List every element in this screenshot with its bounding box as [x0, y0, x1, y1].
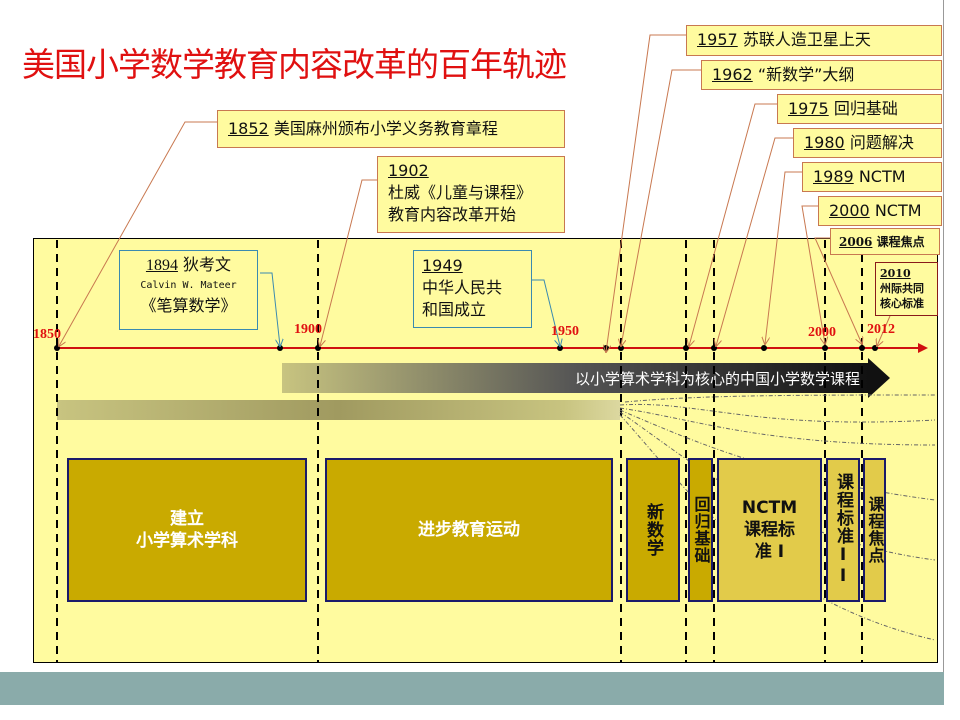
period-standards-2: 课程标准II: [826, 458, 860, 602]
footer-bar: [0, 672, 944, 705]
period-progressive-education: 进步教育运动: [325, 458, 613, 602]
china-curriculum-arrow: 以小学算术学科为核心的中国小学数学课程: [282, 363, 868, 393]
arrow-head: [868, 358, 890, 398]
period-arithmetic-subject: 建立 小学算术学科: [67, 458, 307, 602]
callout-1957: 1957 苏联人造卫星上天: [686, 25, 942, 56]
callout-1962: 1962 “新数学”大纲: [701, 60, 942, 90]
era-dividers: [56, 240, 863, 662]
period-new-math: 新数学: [626, 458, 680, 602]
period-back-to-basics: 回归基础: [688, 458, 713, 602]
year-label-1850: 1850: [33, 327, 61, 342]
year-label-1950: 1950: [551, 324, 579, 339]
callout-1980: 1980 问题解决: [793, 128, 942, 158]
callout-1989: 1989 NCTM: [802, 162, 942, 192]
callout-1852: 1852 美国麻州颁布小学义务教育章程: [217, 110, 565, 148]
gradient-bar: [57, 400, 620, 420]
slide-title: 美国小学数学教育内容改革的百年轨迹: [22, 45, 567, 84]
period-focal-points: 课程焦点: [863, 458, 886, 602]
axis-arrow: [918, 343, 928, 353]
callout-connectors: [59, 34, 891, 352]
callout-1975: 1975 回归基础: [777, 94, 942, 124]
callout-2000: 2000 NCTM: [818, 196, 942, 226]
year-label-1900: 1900: [294, 322, 322, 337]
slide-border: [943, 0, 944, 672]
callout-2006: 2006 课程焦点: [830, 228, 940, 255]
year-label-2000: 2000: [808, 325, 836, 340]
year-label-2012: 2012: [867, 322, 895, 337]
period-nctm-standards-1: NCTM 课程标 准 I: [717, 458, 822, 602]
banner-text: 以小学算术学科为核心的中国小学数学课程: [574, 369, 860, 388]
